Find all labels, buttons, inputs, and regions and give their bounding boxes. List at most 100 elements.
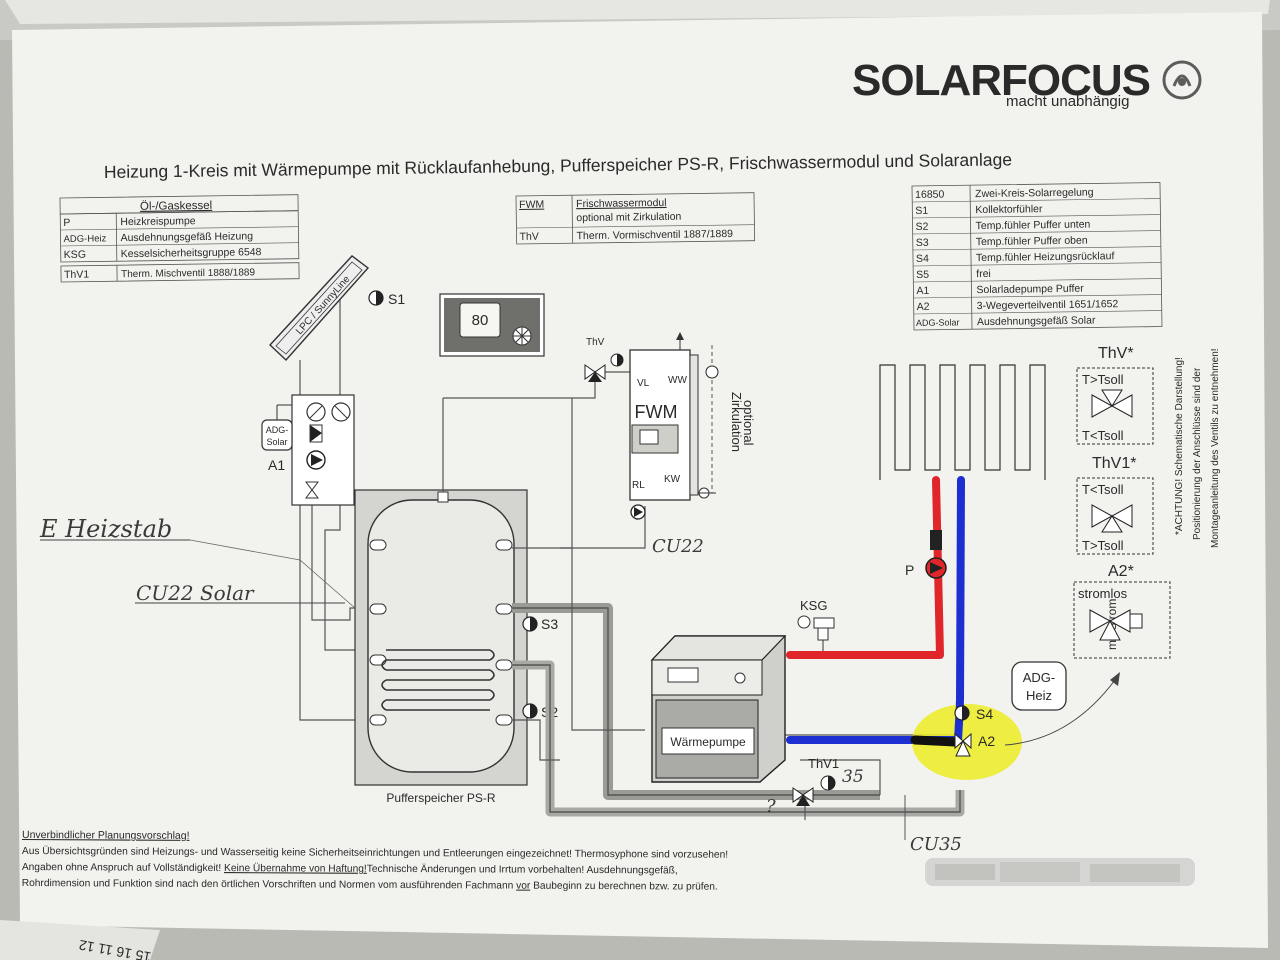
schematic-thv1-title: ThV1* — [1092, 455, 1136, 472]
ksg-safety-group: KSG — [797, 598, 835, 655]
s4-label: S4 — [976, 706, 993, 722]
adg-solar-label-2: Solar — [266, 437, 287, 447]
legend-desc-thv1: Therm. Mischventil 1888/1889 — [121, 267, 256, 280]
adg-solar-label-1: ADG- — [266, 425, 289, 435]
a2-valve: A2 — [954, 732, 995, 757]
legend-desc-ksg: Kesselsicherheitsgruppe 6548 — [121, 246, 262, 260]
solar-controller: 80 — [439, 293, 545, 357]
schematic-thv1-bottom: T>Tsoll — [1082, 538, 1124, 553]
legend-code-s5: S5 — [916, 269, 929, 281]
fwm-label: FWM — [635, 402, 678, 422]
zirkulation-label: Zirkulation — [729, 392, 744, 452]
legend-desc-s5: frei — [976, 268, 991, 280]
achtung-line-3: Montageanleitung des Ventils zu entnehme… — [1210, 348, 1221, 548]
redacted-area — [925, 858, 1195, 886]
thv-label: ThV — [586, 337, 605, 348]
legend-code-16850: 16850 — [915, 189, 945, 201]
disclaimer-line-2a: Angaben ohne Anspruch auf Vollständigkei… — [22, 862, 221, 874]
legend-desc-adg-solar: Ausdehnungsgefäß Solar — [977, 314, 1096, 328]
fwm-module: FWM VL WW RL KW Zirkulation optional — [629, 332, 756, 520]
legend-desc-a1: Solarladepumpe Puffer — [976, 283, 1084, 297]
adg-heiz-label-2: Heiz — [1026, 688, 1052, 703]
disclaimer-line-3: Rohrdimension und Funktion sind nach den… — [22, 878, 718, 893]
p-label: P — [905, 562, 914, 578]
schematic-thv: ThV* T>Tsoll T<Tsoll — [1076, 345, 1154, 445]
schematic-thv-top: T>Tsoll — [1082, 372, 1124, 387]
s3-label: S3 — [541, 616, 558, 632]
note-question: ? — [766, 796, 776, 817]
achtung-line-1: *ACHTUNG! Schematische Darstellung! — [1174, 357, 1185, 535]
fwm-kw-label: KW — [664, 474, 681, 485]
legend-desc-s2: Temp.fühler Puffer unten — [975, 219, 1090, 233]
s1-label: S1 — [388, 291, 405, 307]
legend-desc-s1: Kollektorfühler — [975, 203, 1043, 216]
legend-code-thv1: ThV1 — [64, 269, 89, 281]
disclaimer-line-3c: Baubeginn zu berechnen bzw. zu prüfen. — [533, 881, 718, 893]
heat-pump-unit: Wärmepumpe — [650, 635, 787, 783]
a1-label: A1 — [268, 457, 285, 473]
floor-heating-coil — [879, 364, 1046, 480]
legend-code-p: P — [63, 217, 70, 229]
legend-desc-16850: Zwei-Kreis-Solarregelung — [975, 186, 1094, 200]
legend-oel-gaskessel: Öl-/Gaskessel P Heizkreispumpe ADG-Heiz … — [59, 194, 300, 283]
note-35: 35 — [842, 767, 864, 787]
a2-label: A2 — [978, 733, 995, 749]
legend-code-adg-heiz: ADG-Heiz — [63, 233, 106, 245]
buffer-caption: Pufferspeicher PS-R — [386, 791, 495, 805]
legend-desc-fwm-optional: optional mit Zirkulation — [576, 211, 681, 224]
disclaimer-heading: Unverbindlicher Planungsvorschlag! — [22, 829, 190, 842]
legend-desc-p: Heizkreispumpe — [120, 215, 196, 228]
thv-valve: ThV — [584, 337, 624, 382]
sensor-s1: S1 — [368, 290, 405, 307]
legend-code-s2: S2 — [915, 221, 928, 233]
paper-corner — [0, 920, 160, 960]
a2-reference-arrow — [1004, 679, 1116, 746]
legend-desc-fwm: Frischwassermodul — [576, 197, 667, 210]
schematic-a2-top: stromlos — [1078, 586, 1128, 601]
legend-code-fwm: FWM — [519, 199, 544, 211]
legend-desc-thv: Therm. Vormischventil 1887/1889 — [576, 228, 733, 242]
brand-sun-icon — [1162, 60, 1202, 100]
schematic-thv1-top: T<Tsoll — [1082, 482, 1124, 497]
legend-fwm: FWM Frischwassermodul optional mit Zirku… — [515, 192, 756, 245]
ksg-label: KSG — [800, 598, 827, 613]
adg-solar-vessel: ADG- Solar — [261, 404, 293, 451]
legend-code-ksg: KSG — [64, 249, 86, 261]
note-cu22: CU22 — [652, 536, 704, 557]
schematic-a2: A2* stromlos mit Strom — [1073, 563, 1171, 659]
legend-code-adg-solar: ADG-Solar — [916, 317, 960, 328]
legend-desc-s4: Temp.fühler Heizungsrücklauf — [976, 250, 1115, 264]
sensor-s3: S3 — [522, 616, 558, 632]
legend-desc-a2: 3-Wegeverteilventil 1651/1652 — [977, 298, 1119, 312]
buffer-pipes — [443, 371, 965, 820]
thv1-label: ThV1 — [808, 756, 839, 771]
handwritten-notes: E Heizstab CU22 Solar CU22 CU35 35 ? — [39, 515, 962, 855]
pump-p: P — [905, 530, 947, 579]
zirkulation-optional-label: optional — [741, 400, 756, 446]
fwm-ww-label: WW — [668, 375, 687, 386]
disclaimer-line-3a: Rohrdimension und Funktion sind nach den… — [22, 878, 514, 892]
solar-station — [291, 394, 355, 506]
note-cu35: CU35 — [910, 834, 962, 855]
disclaimer-block: Unverbindlicher Planungsvorschlag! Aus Ü… — [22, 829, 728, 893]
schematic-a2-title: A2* — [1108, 563, 1134, 580]
legend-code-a1: A1 — [916, 285, 929, 297]
zirkulation-pump-icon — [705, 365, 719, 379]
adg-heiz-label-1: ADG- — [1023, 670, 1056, 685]
legend-code-s3: S3 — [916, 237, 929, 249]
brand-logo-text: SOLARFOCUS — [852, 56, 1150, 105]
note-cu22-solar: CU22 Solar — [136, 581, 255, 605]
paper-under — [5, 0, 1270, 24]
disclaimer-line-2b: Keine Übernahme von Haftung! — [224, 862, 367, 875]
schematic-thv1: ThV1* T<Tsoll T>Tsoll — [1076, 455, 1154, 555]
achtung-note: *ACHTUNG! Schematische Darstellung! Posi… — [1174, 348, 1221, 548]
schematic-thv-title: ThV* — [1098, 345, 1134, 362]
schematic-thv-bottom: T<Tsoll — [1082, 428, 1124, 443]
legend-code-s1: S1 — [915, 205, 928, 217]
heat-pump-label: Wärmepumpe — [670, 735, 746, 749]
legend-code-a2: A2 — [917, 301, 930, 313]
sensor-s4: S4 — [954, 705, 993, 722]
legend-desc-s3: Temp.fühler Puffer oben — [976, 235, 1088, 249]
